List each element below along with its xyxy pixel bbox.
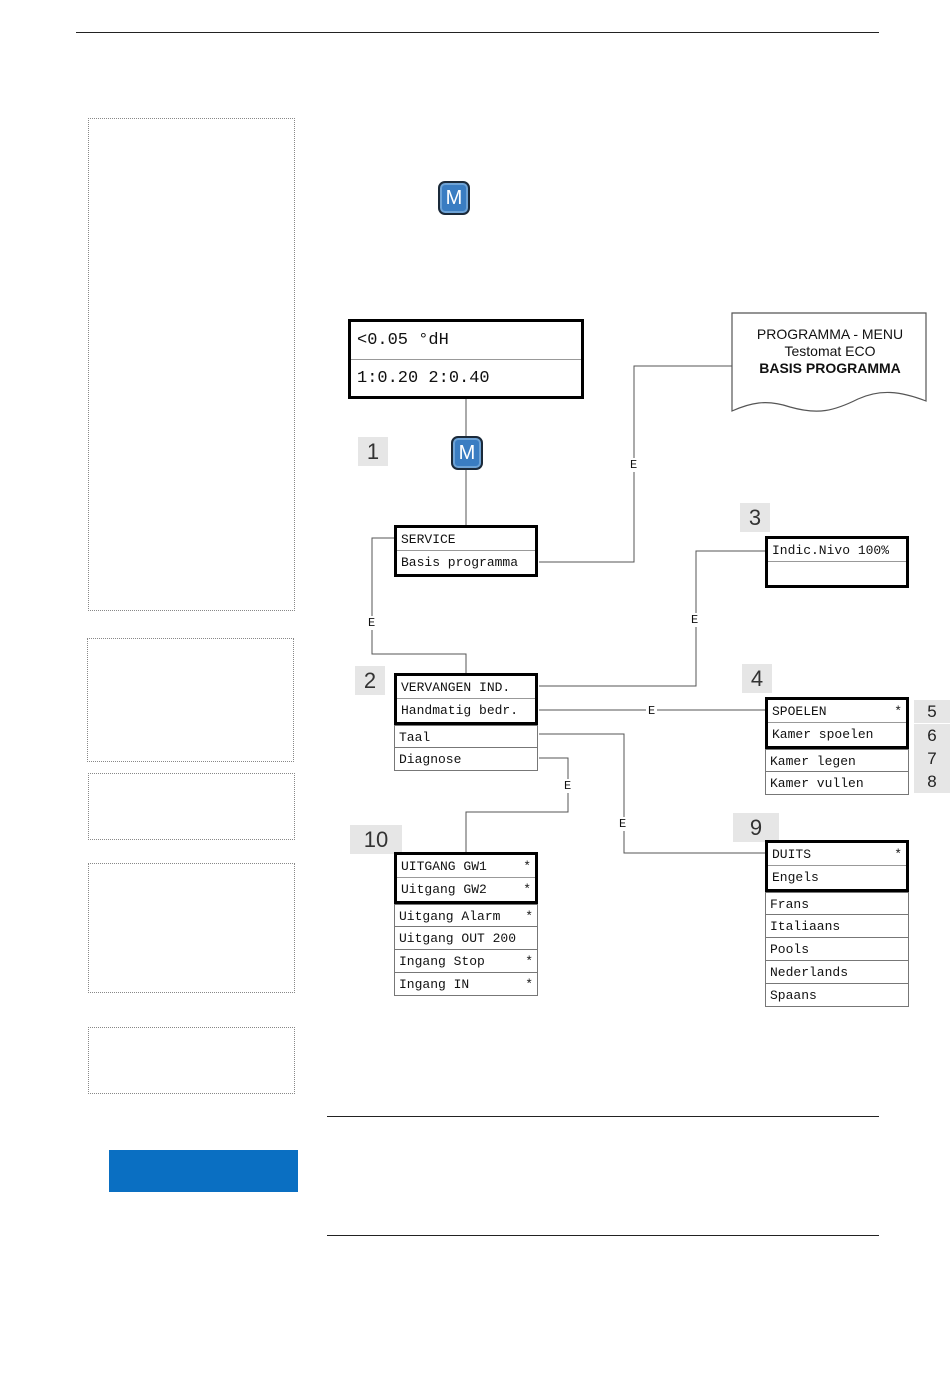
- document-line-3: BASIS PROGRAMMA: [759, 360, 901, 376]
- step-number: 3: [740, 503, 770, 532]
- indicator-box: Indic.Nivo 100%: [765, 536, 909, 588]
- indicator-level: Indic.Nivo 100%: [768, 539, 906, 562]
- menu-item-handmatig[interactable]: Handmatig bedr.: [397, 699, 535, 722]
- edge-label-e: E: [617, 817, 629, 831]
- language-menu: DUITS* Engels Frans Italiaans Pools Nede…: [765, 840, 909, 1007]
- menu-item-pools[interactable]: Pools: [765, 938, 909, 961]
- main-menu: VERVANGEN IND. Handmatig bedr. Taal Diag…: [394, 673, 538, 771]
- menu-item-kamer-spoelen[interactable]: Kamer spoelen: [768, 723, 906, 746]
- step-number: 6: [914, 724, 950, 747]
- accent-bar: [109, 1150, 298, 1192]
- document-line-2: Testomat ECO: [784, 343, 876, 359]
- lcd-display: <0.05 °dH 1:0.20 2:0.40: [348, 319, 584, 399]
- menu-item-spoelen[interactable]: SPOELEN*: [768, 700, 906, 723]
- menu-item-kamer-vullen[interactable]: Kamer vullen: [765, 772, 909, 795]
- document-shape: [731, 312, 927, 412]
- menu-item-ingang-stop[interactable]: Ingang Stop*: [394, 950, 538, 973]
- edge-label-e: E: [628, 458, 640, 472]
- step-number: 10: [350, 825, 402, 854]
- menu-item-service[interactable]: SERVICE: [397, 528, 535, 551]
- rule-bottom: [327, 1235, 879, 1236]
- margin-box-4: [88, 863, 295, 993]
- menu-key-icon[interactable]: M: [451, 436, 483, 470]
- step-number: 2: [355, 666, 385, 695]
- menu-item-uitgang-gw1[interactable]: UITGANG GW1*: [397, 855, 535, 878]
- display-line-2: 1:0.20 2:0.40: [351, 359, 581, 397]
- margin-box-3: [88, 773, 295, 840]
- indicator-empty: [768, 562, 906, 585]
- menu-item-duits[interactable]: DUITS*: [768, 843, 906, 866]
- menu-item-vervangen[interactable]: VERVANGEN IND.: [397, 676, 535, 699]
- top-rule: [76, 32, 879, 33]
- menu-item-uitgang-out-200[interactable]: Uitgang OUT 200: [394, 927, 538, 950]
- edge-label-e: E: [689, 613, 701, 627]
- display-line-1: <0.05 °dH: [357, 331, 449, 350]
- step-number: 5: [914, 700, 950, 723]
- service-menu: SERVICE Basis programma: [394, 525, 538, 577]
- step-number: 8: [914, 770, 950, 793]
- menu-item-diagnose[interactable]: Diagnose: [394, 748, 538, 771]
- menu-item-spaans[interactable]: Spaans: [765, 984, 909, 1007]
- menu-item-ingang-in[interactable]: Ingang IN*: [394, 973, 538, 996]
- menu-item-engels[interactable]: Engels: [768, 866, 906, 889]
- edge-label-e: E: [562, 779, 574, 793]
- menu-item-italiaans[interactable]: Italiaans: [765, 915, 909, 938]
- menu-item-taal[interactable]: Taal: [394, 725, 538, 748]
- edge-label-e: E: [366, 616, 378, 630]
- rinse-menu: SPOELEN* Kamer spoelen Kamer legen Kamer…: [765, 697, 909, 795]
- diagnose-menu: UITGANG GW1* Uitgang GW2* Uitgang Alarm*…: [394, 852, 538, 996]
- document-title: PROGRAMMA - MENU Testomat ECO BASIS PROG…: [732, 326, 928, 377]
- menu-item-basis-programma[interactable]: Basis programma: [397, 551, 535, 574]
- menu-key-icon[interactable]: M: [438, 181, 470, 215]
- margin-box-5: [88, 1027, 295, 1094]
- step-number: 1: [358, 437, 388, 466]
- margin-box-1: [88, 118, 295, 611]
- step-number: 9: [733, 813, 779, 842]
- margin-box-2: [87, 638, 294, 762]
- rule-mid: [327, 1116, 879, 1117]
- menu-item-kamer-legen[interactable]: Kamer legen: [765, 749, 909, 772]
- menu-item-frans[interactable]: Frans: [765, 892, 909, 915]
- edge-label-e: E: [646, 704, 658, 718]
- step-number: 4: [742, 664, 772, 693]
- document-line-1: PROGRAMMA - MENU: [756, 326, 904, 342]
- step-number: 7: [914, 747, 950, 770]
- menu-item-uitgang-alarm[interactable]: Uitgang Alarm*: [394, 904, 538, 927]
- menu-item-uitgang-gw2[interactable]: Uitgang GW2*: [397, 878, 535, 901]
- menu-item-nederlands[interactable]: Nederlands: [765, 961, 909, 984]
